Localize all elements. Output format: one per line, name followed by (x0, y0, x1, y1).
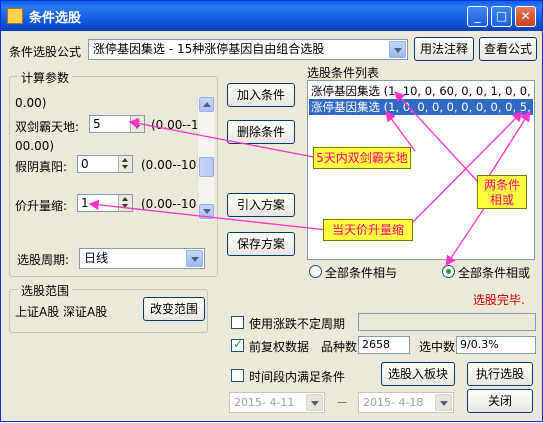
count-value: 2658 (358, 336, 410, 354)
param-label-shuangjian: 双剑霸天地: (15, 120, 80, 134)
scroll-up-icon[interactable] (199, 97, 214, 112)
stepper-arrows-icon[interactable] (118, 156, 132, 172)
param-jiayin-value: 0 (81, 157, 89, 171)
end-date-value: 2015- 4-18 (363, 396, 424, 409)
maximize-button[interactable]: □ (491, 6, 512, 27)
save-scheme-button[interactable]: 保存方案 (227, 232, 295, 256)
period-satisfy-checkbox[interactable] (231, 369, 244, 382)
restore-checkbox[interactable] (231, 337, 244, 352)
app-icon (7, 8, 23, 24)
list-item-selected[interactable]: 涨停基因集选 (1, 0, 0, 0, 0, 0, 0, 0, 0, 5, 0,… (309, 99, 535, 115)
period-select-value: 日线 (84, 251, 109, 265)
chevron-down-icon[interactable] (389, 41, 406, 58)
chevron-down-icon[interactable] (306, 394, 323, 411)
period-label: 选股周期: (17, 253, 70, 267)
use-limit-checkbox[interactable] (231, 316, 244, 329)
param-range-jiayin: (0.00--10 (141, 158, 197, 172)
formula-label: 条件选股公式 (9, 45, 82, 59)
chevron-down-icon[interactable] (435, 394, 452, 411)
start-date-picker[interactable]: 2015- 4-11 (229, 392, 325, 413)
minimize-button[interactable]: _ (467, 6, 488, 27)
param-jiasheng-value: 1 (81, 196, 89, 210)
remove-condition-button[interactable]: 删除条件 (227, 120, 295, 144)
param-shuangjian-value: 5 (93, 117, 101, 131)
start-date-value: 2015- 4-11 (234, 396, 295, 409)
add-condition-button[interactable]: 加入条件 (227, 83, 295, 107)
stepper-arrows-icon[interactable] (118, 195, 132, 211)
count-label: 品种数 (321, 340, 358, 354)
params-group: 计算参数 (9, 69, 218, 277)
param-jiasheng-stepper[interactable]: 1 (77, 194, 133, 212)
list-item[interactable]: 涨停基因集选 (1, 10, 0, 60, 0, 0, 1, 0, 0, 0, … (311, 84, 535, 98)
period-satisfy-label[interactable]: 时间段内满足条件 (249, 370, 346, 384)
callout-or-line2: 相或 (489, 193, 514, 207)
params-scrollbar[interactable] (197, 97, 214, 221)
param-partial-range: 0.00) (15, 96, 47, 110)
scroll-down-icon[interactable] (199, 204, 214, 219)
end-date-picker[interactable]: 2015- 4-18 (358, 392, 454, 413)
stepper-arrows-icon[interactable] (130, 116, 144, 132)
selected-value: 9/0.3% (456, 336, 536, 354)
formula-select[interactable]: 涨停基因集选 - 15种涨停基因自由组合选股 (88, 39, 408, 60)
add-to-block-button[interactable]: 选股入板块 (381, 362, 455, 386)
period-select[interactable]: 日线 (79, 248, 205, 269)
scope-text: 上证A股 深证A股 (15, 305, 108, 319)
close-button[interactable]: 关闭 (467, 389, 533, 413)
param-label-jiasheng: 价升量缩: (15, 199, 68, 213)
condition-list-title: 选股条件列表 (307, 66, 380, 80)
param-jiayin-stepper[interactable]: 0 (77, 155, 133, 173)
run-pick-button[interactable]: 执行选股 (467, 362, 533, 386)
scope-group-title: 选股范围 (18, 282, 73, 299)
param-range-jiasheng: (0.00--10 (141, 197, 197, 211)
close-window-button[interactable]: ✕ (515, 6, 536, 27)
callout-or-line1: 两条件 (483, 178, 520, 192)
use-limit-label[interactable]: 使用涨跌不定周期 (249, 317, 346, 331)
date-separator: － (336, 396, 349, 410)
scroll-thumb[interactable] (199, 157, 214, 177)
usage-notes-button[interactable]: 用法注释 (414, 37, 474, 61)
param-range-shuangjian-cont: 00.00) (15, 139, 55, 153)
view-formula-button[interactable]: 查看公式 (479, 37, 537, 61)
logic-and-radio[interactable] (309, 265, 322, 278)
callout-shuangjian: 5天内双剑霸天地 (313, 147, 411, 169)
logic-or-radio[interactable] (442, 265, 455, 278)
logic-and-label[interactable]: 全部条件相与 (325, 266, 398, 280)
selected-label: 选中数 (419, 340, 456, 354)
change-scope-button[interactable]: 改变范围 (143, 297, 205, 321)
callout-or: 两条件 相或 (477, 175, 527, 209)
import-scheme-button[interactable]: 引入方案 (227, 193, 295, 217)
status-text: 选股完毕. (473, 293, 525, 307)
scope-group: 选股范围 (9, 282, 208, 333)
params-group-title: 计算参数 (18, 69, 73, 86)
callout-jiasheng: 当天价升量缩 (323, 219, 413, 241)
formula-select-value: 涨停基因集选 - 15种涨停基因自由组合选股 (93, 42, 325, 56)
limit-period-field (358, 313, 536, 331)
title-bar[interactable]: 条件选股 _ □ ✕ (1, 1, 542, 31)
window-title: 条件选股 (29, 11, 82, 26)
chevron-down-icon[interactable] (186, 250, 203, 267)
logic-or-label[interactable]: 全部条件相或 (458, 266, 531, 280)
param-label-jiayin: 假阴真阳: (15, 160, 68, 174)
param-shuangjian-stepper[interactable]: 5 (89, 115, 145, 133)
param-range-shuangjian: (0.00--1 (151, 118, 199, 132)
restore-label[interactable]: 前复权数据 (249, 340, 310, 354)
